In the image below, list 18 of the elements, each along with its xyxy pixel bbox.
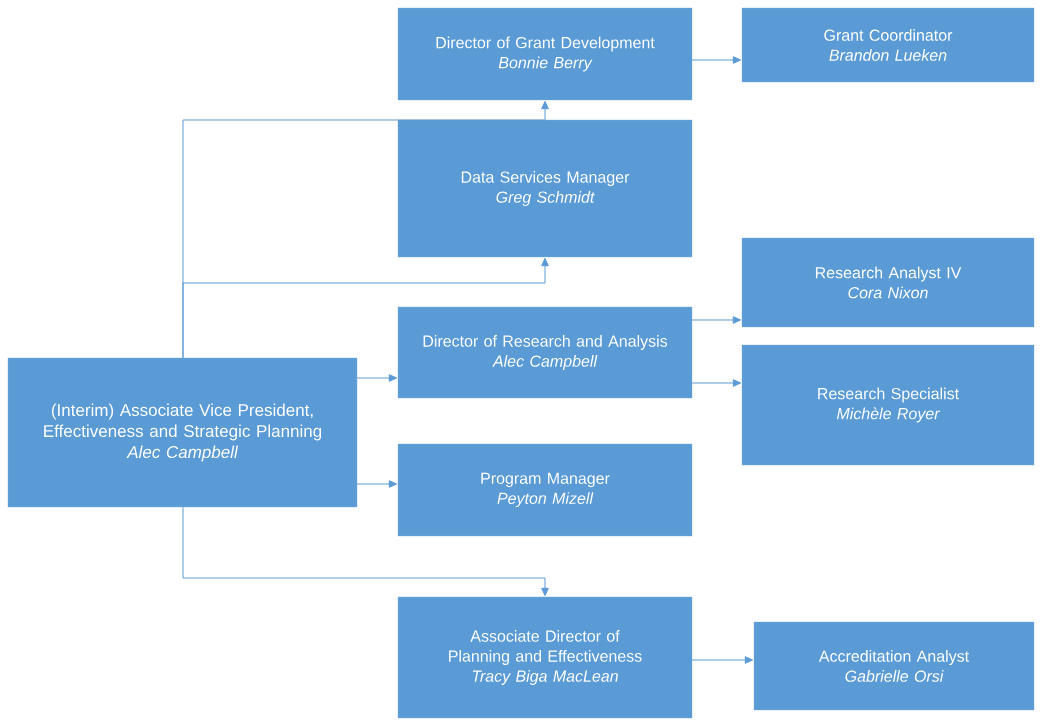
arrow — [691, 379, 742, 387]
arrow — [182, 506, 549, 597]
arrow — [691, 56, 742, 64]
arrow — [356, 374, 398, 382]
org-box: Program Manager Peyton Mizell — [397, 443, 693, 537]
org-box: Director of Research and Analysis Alec Campbell — [397, 306, 693, 399]
arrow — [182, 257, 549, 359]
org-box: Research Analyst IV Cora Nixon — [741, 237, 1035, 328]
org-box: Research Specialist Michèle Royer — [741, 344, 1035, 466]
org-box: Associate Director of Planning and Effectiveness Tracy Biga MacLean — [397, 596, 693, 719]
arrow — [356, 480, 398, 488]
arrow — [691, 656, 754, 664]
org-box: Director of Grant Development Bonnie Berry — [397, 7, 693, 101]
org-box: (Interim) Associate Vice President, Effectiveness and Strategic Planning Alec Campbell — [7, 357, 358, 508]
org-box: Accreditation Analyst Gabrielle Orsi — [753, 621, 1035, 711]
org-box: Grant Coordinator Brandon Lueken — [741, 7, 1035, 83]
org-box: Data Services Manager Greg Schmidt — [397, 119, 693, 258]
arrow — [691, 316, 742, 324]
